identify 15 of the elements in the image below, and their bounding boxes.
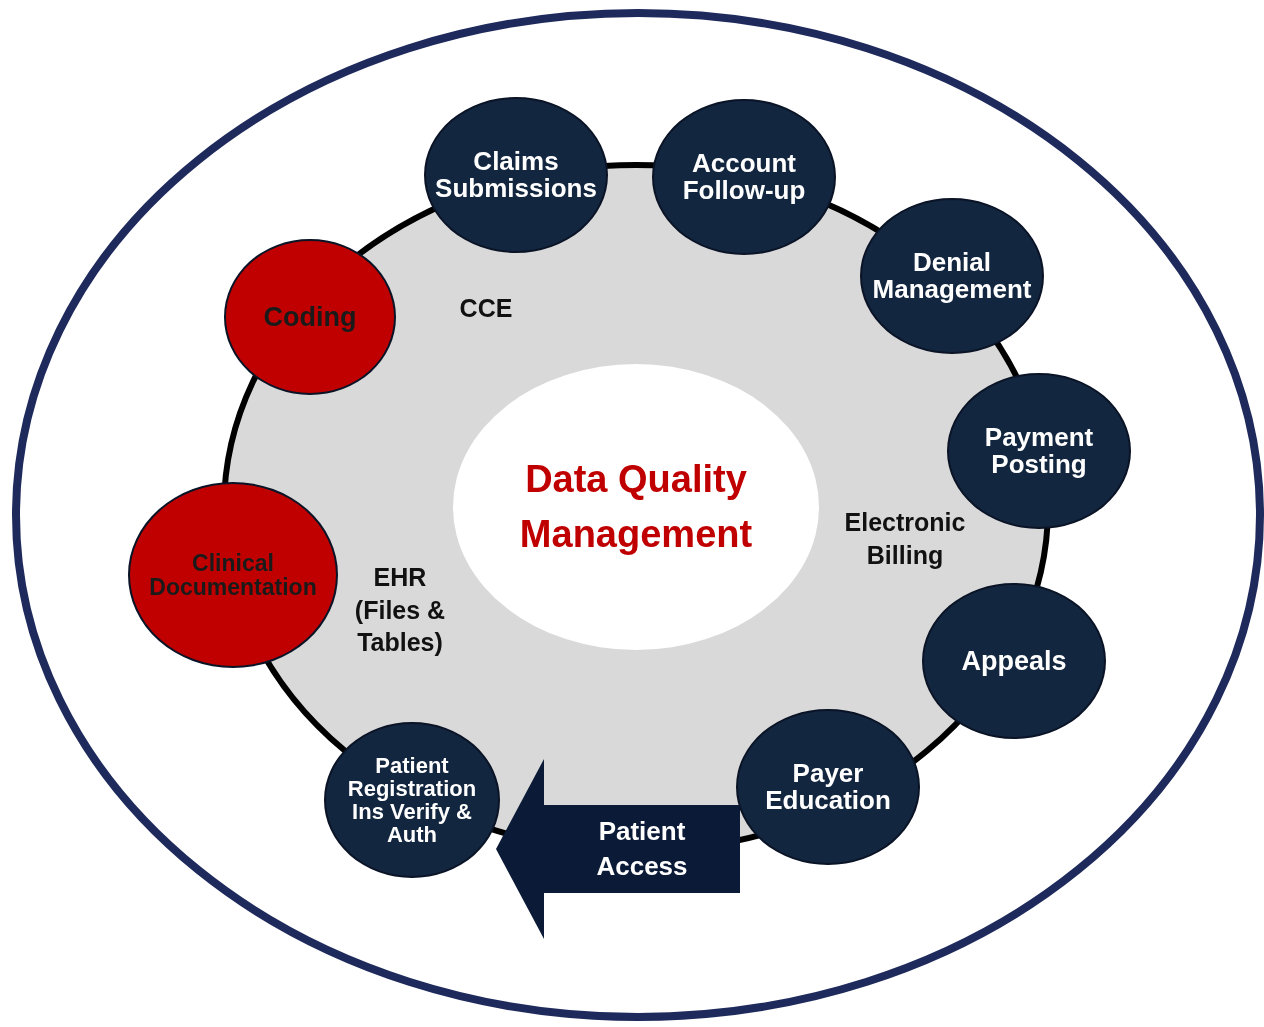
system-label: Electronic Billing [843,506,967,571]
system-label: EHR (Files & Tables) [353,562,447,659]
edge-label: Patient Access [595,814,689,883]
node-label: Claims Submissions [434,147,598,203]
node-label: Account Follow-up [681,149,807,205]
node-label: Payment Posting [983,423,1095,479]
node-label: Appeals [961,646,1067,676]
node-label: Patient Registration Ins Verify & Auth [346,753,478,847]
node-label: Denial Management [871,248,1033,304]
node-label: Payer Education [764,759,892,815]
block-arrow [496,759,740,939]
node-label: Clinical Documentation [148,550,318,600]
node-label: Coding [263,302,357,332]
system-label: CCE [458,292,514,324]
title-text: Data Quality Management [518,456,754,557]
